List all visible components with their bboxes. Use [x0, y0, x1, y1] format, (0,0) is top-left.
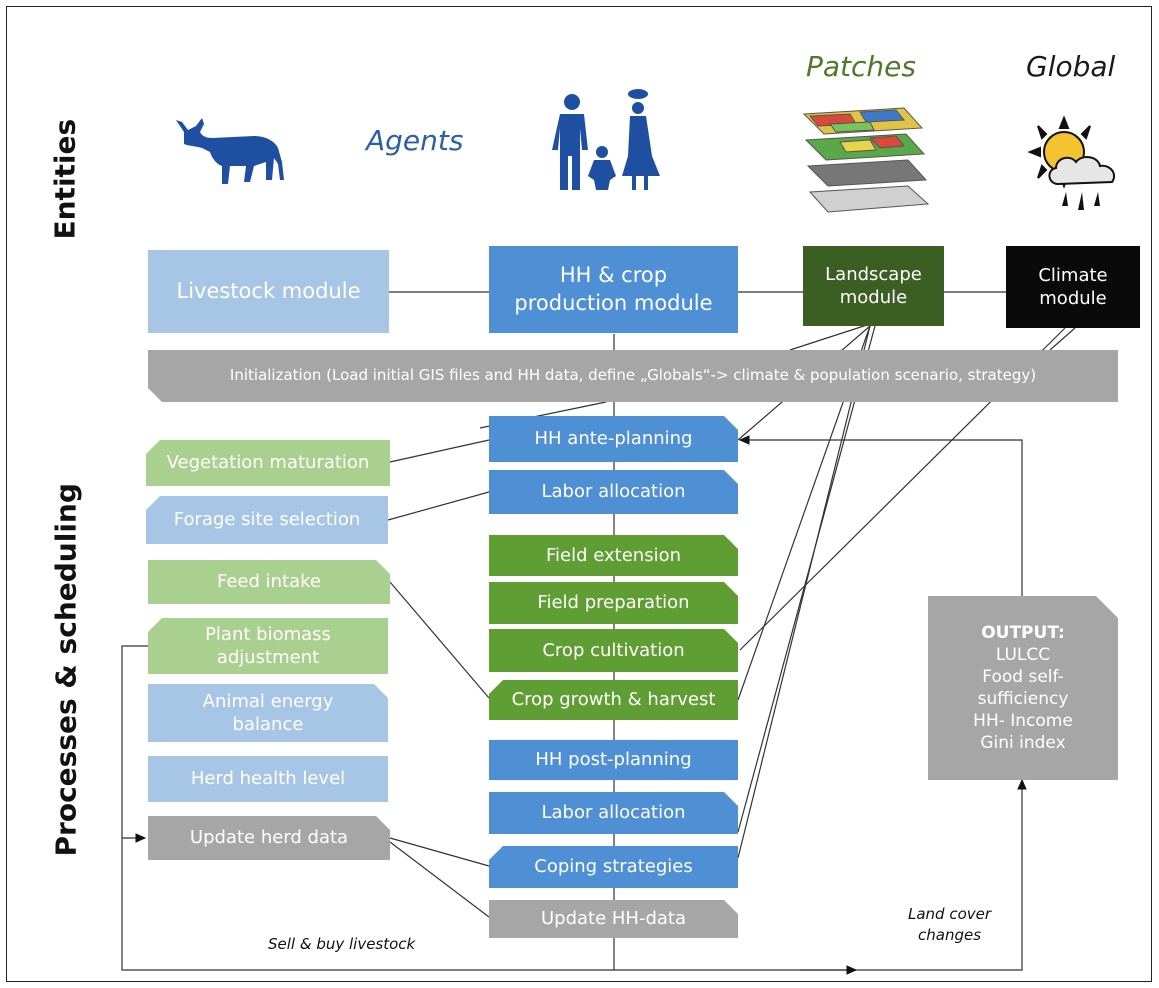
figure-frame — [6, 6, 1152, 982]
family-icon — [552, 89, 660, 190]
link-herd-update — [389, 841, 490, 918]
loop-biomass-herd — [121, 645, 148, 843]
sell-buy-livestock-note: Sell & buy livestock — [268, 935, 416, 953]
left-process-vegetation-maturation: Vegetation maturation — [146, 440, 390, 486]
left-process-feed-intake: Feed intake — [148, 560, 390, 604]
output-item-food: Food self- sufficiency — [977, 666, 1069, 709]
agents-header: Agents — [366, 124, 464, 157]
land-cover-note: Land cover changes — [908, 905, 992, 944]
center-process-labor-allocation-2: Labor allocation — [489, 792, 738, 834]
center-process-hh-post-planning: HH post-planning — [489, 740, 738, 780]
link-herd-coping — [389, 837, 490, 867]
center-process-field-preparation: Field preparation — [489, 582, 738, 624]
entities-label: Entities — [48, 118, 82, 240]
center-process-coping-strategies: Coping strategies — [489, 846, 738, 888]
left-process-animal-energy: Animal energy balance — [148, 684, 388, 742]
initialization-bar: Initialization (Load initial GIS files a… — [148, 350, 1118, 402]
left-process-update-herd: Update herd data — [148, 816, 390, 860]
feedback-output-ante — [738, 435, 1023, 596]
output-item-income: HH- Income — [973, 711, 1073, 732]
left-process-herd-health: Herd health level — [148, 756, 388, 802]
livestock-module: Livestock module — [148, 250, 389, 333]
left-process-plant-biomass: Plant biomass adjustment — [148, 618, 388, 674]
bottom-to-output — [121, 778, 1027, 971]
center-process-crop-cultivation: Crop cultivation — [489, 629, 738, 672]
processes-label: Processes & scheduling — [49, 483, 83, 857]
landscape-module: Landscape module — [803, 246, 944, 326]
center-process-hh-ante-planning: HH ante-planning — [489, 416, 738, 462]
link-landscape-init — [789, 323, 871, 351]
output-box: OUTPUT: LULCC Food self- sufficiency HH-… — [928, 596, 1118, 780]
weather-icon — [1027, 115, 1116, 210]
link-feed-crop — [389, 581, 490, 699]
patches-header: Patches — [806, 50, 916, 83]
center-process-crop-growth-harvest: Crop growth & harvest — [489, 680, 738, 720]
hh-crop-module: HH & crop production module — [489, 246, 738, 333]
center-process-update-hh-data: Update HH-data — [489, 900, 738, 938]
center-process-labor-allocation-1: Labor allocation — [489, 470, 738, 514]
link-landscape-coping — [737, 325, 871, 859]
cattle-icon — [176, 118, 284, 184]
link-landscape-labor2 — [737, 325, 876, 833]
link-veg-ante — [389, 439, 490, 463]
layered-map-icon — [802, 107, 930, 213]
output-title: OUTPUT: — [981, 622, 1065, 643]
link-climate-init — [1049, 327, 1076, 351]
left-process-forage-site-selection: Forage site selection — [146, 496, 388, 544]
climate-module: Climate module — [1006, 246, 1140, 328]
link-forage-labor — [387, 491, 490, 521]
global-header: Global — [1026, 50, 1116, 83]
output-item-lulcc: LULCC — [995, 644, 1051, 665]
output-item-gini: Gini index — [980, 733, 1066, 754]
center-process-field-extension: Field extension — [489, 535, 738, 576]
